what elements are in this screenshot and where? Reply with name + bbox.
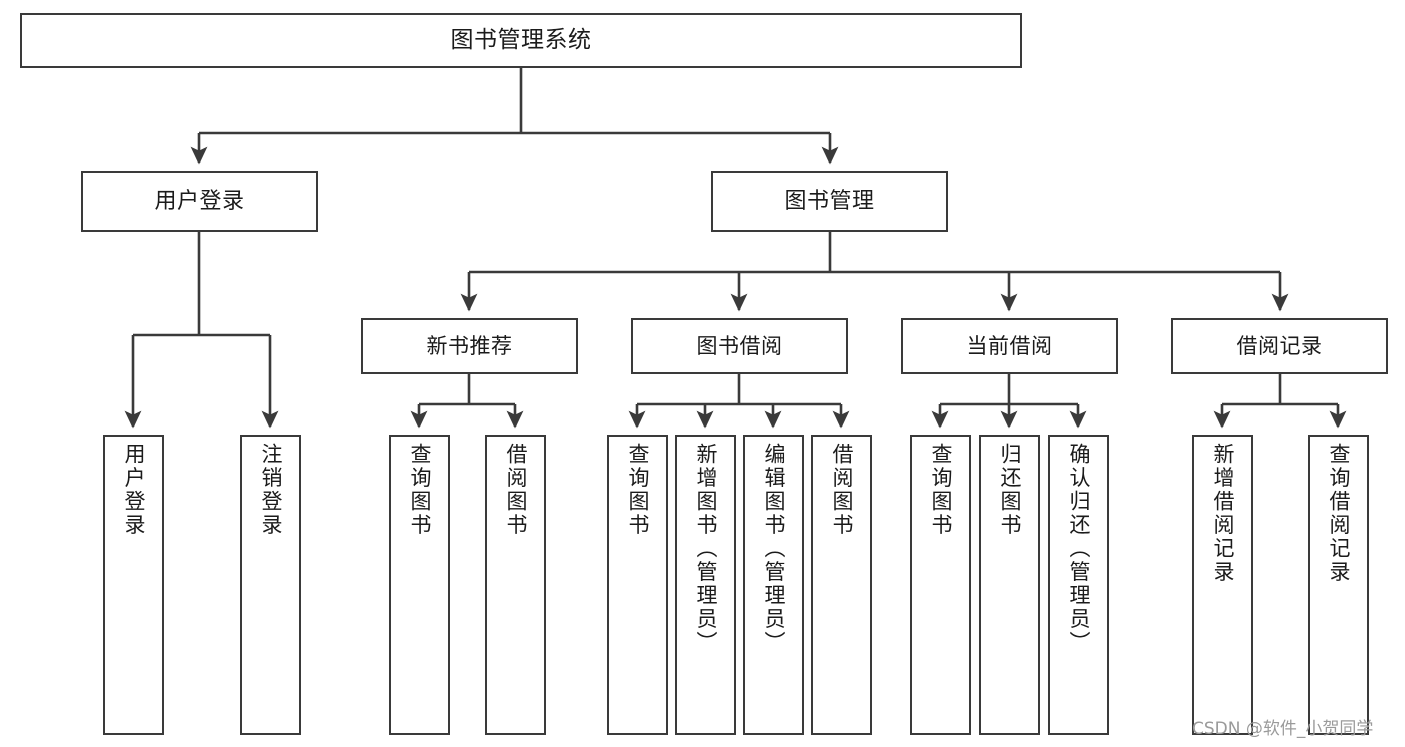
leaf-book-borrow-query[interactable]: 查询图书 xyxy=(607,435,668,735)
node-book-manage-label: 图书管理 xyxy=(784,188,875,214)
leaf-book-borrow-borrow[interactable]: 借阅图书 xyxy=(811,435,872,735)
node-new-book-recommend[interactable]: 新书推荐 xyxy=(361,318,578,374)
leaf-user-login-login-label: 用户登录 xyxy=(122,443,146,537)
leaf-new-book-borrow-label: 借阅图书 xyxy=(504,443,528,537)
node-root-system[interactable]: 图书管理系统 xyxy=(20,13,1022,68)
node-root-system-label: 图书管理系统 xyxy=(450,26,592,53)
leaf-book-borrow-edit-label: 编辑图书（管理员） xyxy=(762,443,786,655)
watermark-credit: CSDN @软件_小贺同学 xyxy=(1192,719,1374,739)
node-borrow-record[interactable]: 借阅记录 xyxy=(1171,318,1388,374)
leaf-book-borrow-add-label: 新增图书（管理员） xyxy=(694,443,718,655)
leaf-current-borrow-confirm-label: 确认归还（管理员） xyxy=(1067,443,1091,655)
leaf-book-borrow-borrow-label: 借阅图书 xyxy=(830,443,854,537)
node-current-borrow[interactable]: 当前借阅 xyxy=(901,318,1118,374)
leaf-new-book-query[interactable]: 查询图书 xyxy=(389,435,450,735)
leaf-book-borrow-add[interactable]: 新增图书（管理员） xyxy=(675,435,736,735)
leaf-borrow-record-add-label: 新增借阅记录 xyxy=(1211,443,1235,584)
node-user-login-label: 用户登录 xyxy=(154,188,245,214)
leaf-borrow-record-query-label: 查询借阅记录 xyxy=(1327,443,1351,584)
leaf-borrow-record-add[interactable]: 新增借阅记录 xyxy=(1192,435,1253,735)
node-user-login[interactable]: 用户登录 xyxy=(81,171,318,232)
leaf-current-borrow-query[interactable]: 查询图书 xyxy=(910,435,971,735)
node-book-borrow[interactable]: 图书借阅 xyxy=(631,318,848,374)
leaf-current-borrow-query-label: 查询图书 xyxy=(929,443,953,537)
leaf-user-login-login[interactable]: 用户登录 xyxy=(103,435,164,735)
leaf-new-book-query-label: 查询图书 xyxy=(408,443,432,537)
leaf-book-borrow-edit[interactable]: 编辑图书（管理员） xyxy=(743,435,804,735)
leaf-current-borrow-return-label: 归还图书 xyxy=(998,443,1022,537)
node-new-book-recommend-label: 新书推荐 xyxy=(426,333,513,358)
leaf-book-borrow-query-label: 查询图书 xyxy=(626,443,650,537)
leaf-borrow-record-query[interactable]: 查询借阅记录 xyxy=(1308,435,1369,735)
leaf-current-borrow-return[interactable]: 归还图书 xyxy=(979,435,1040,735)
node-book-borrow-label: 图书借阅 xyxy=(696,333,783,358)
leaf-user-login-logout[interactable]: 注销登录 xyxy=(240,435,301,735)
node-borrow-record-label: 借阅记录 xyxy=(1236,333,1323,358)
leaf-user-login-logout-label: 注销登录 xyxy=(259,443,283,537)
node-book-manage[interactable]: 图书管理 xyxy=(711,171,948,232)
leaf-current-borrow-confirm[interactable]: 确认归还（管理员） xyxy=(1048,435,1109,735)
node-current-borrow-label: 当前借阅 xyxy=(966,333,1053,358)
leaf-new-book-borrow[interactable]: 借阅图书 xyxy=(485,435,546,735)
